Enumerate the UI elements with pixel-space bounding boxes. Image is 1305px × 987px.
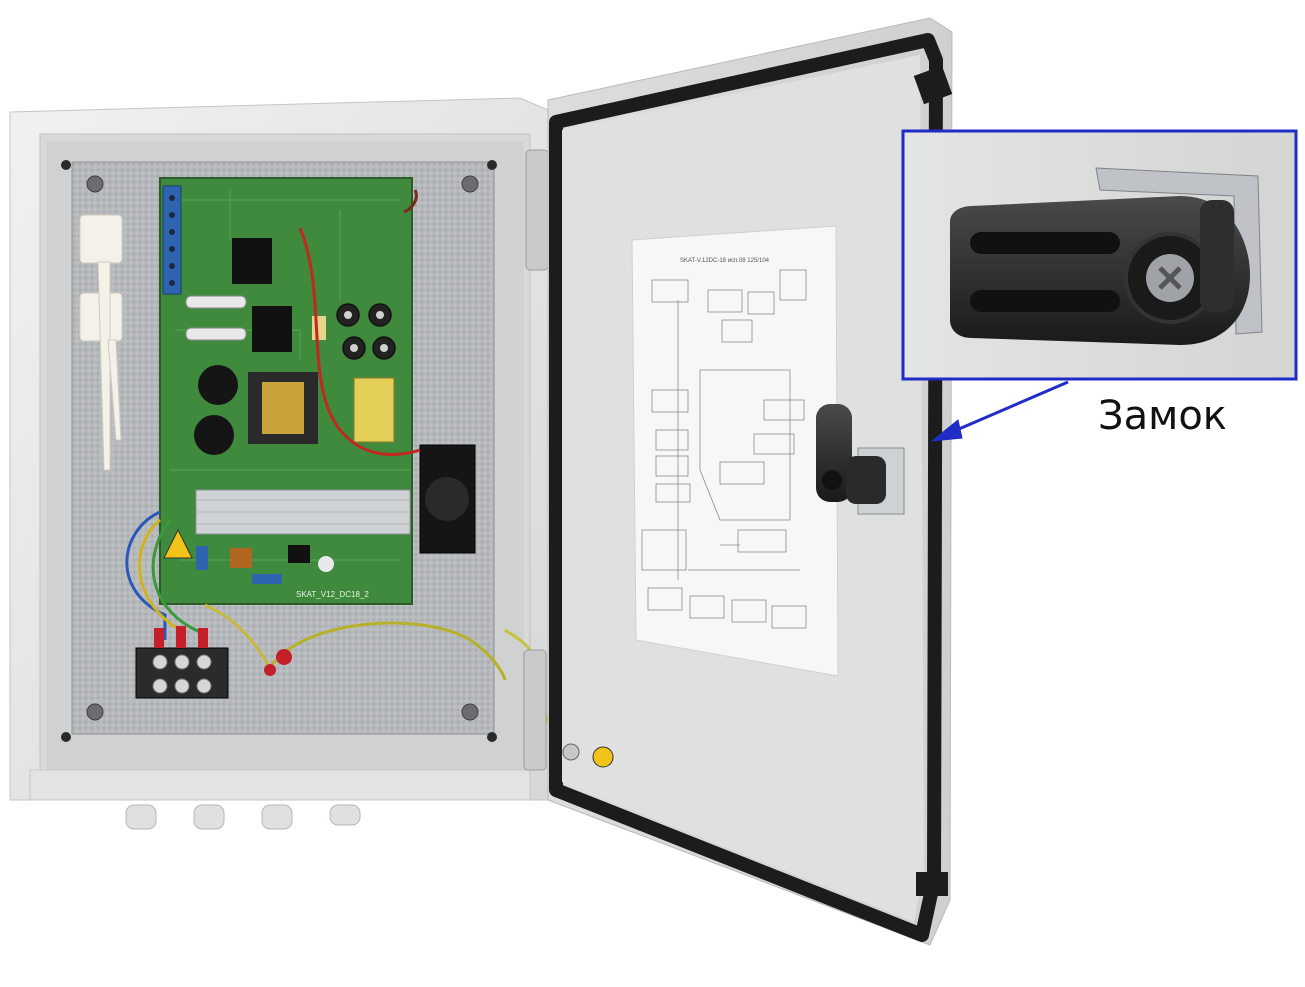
- wiring: [125, 189, 562, 753]
- terminal-block: [135, 626, 292, 699]
- cable-glands: [125, 804, 361, 830]
- callout-arrow: [930, 380, 1069, 442]
- power-supply-pcb: SKAT_V12_DC18_2: [159, 177, 476, 605]
- latch-handle-zoomed: [950, 196, 1250, 345]
- door-wiring-diagram: SKAT-V.12DC-18 исп.08 125/104: [631, 225, 839, 677]
- ground-symbol-icon: [592, 746, 614, 768]
- pcb-label: SKAT_V12_DC18_2: [296, 590, 369, 599]
- door-sheet-title: SKAT-V.12DC-18 исп.08 125/104: [680, 258, 770, 264]
- enclosure-door: SKAT-V.12DC-18 исп.08 125/104: [523, 17, 953, 946]
- cable-ties: [79, 214, 123, 471]
- latch-closeup-callout: [901, 129, 1298, 381]
- door-latch: [816, 404, 905, 515]
- latch-caption: Замок: [1098, 393, 1227, 439]
